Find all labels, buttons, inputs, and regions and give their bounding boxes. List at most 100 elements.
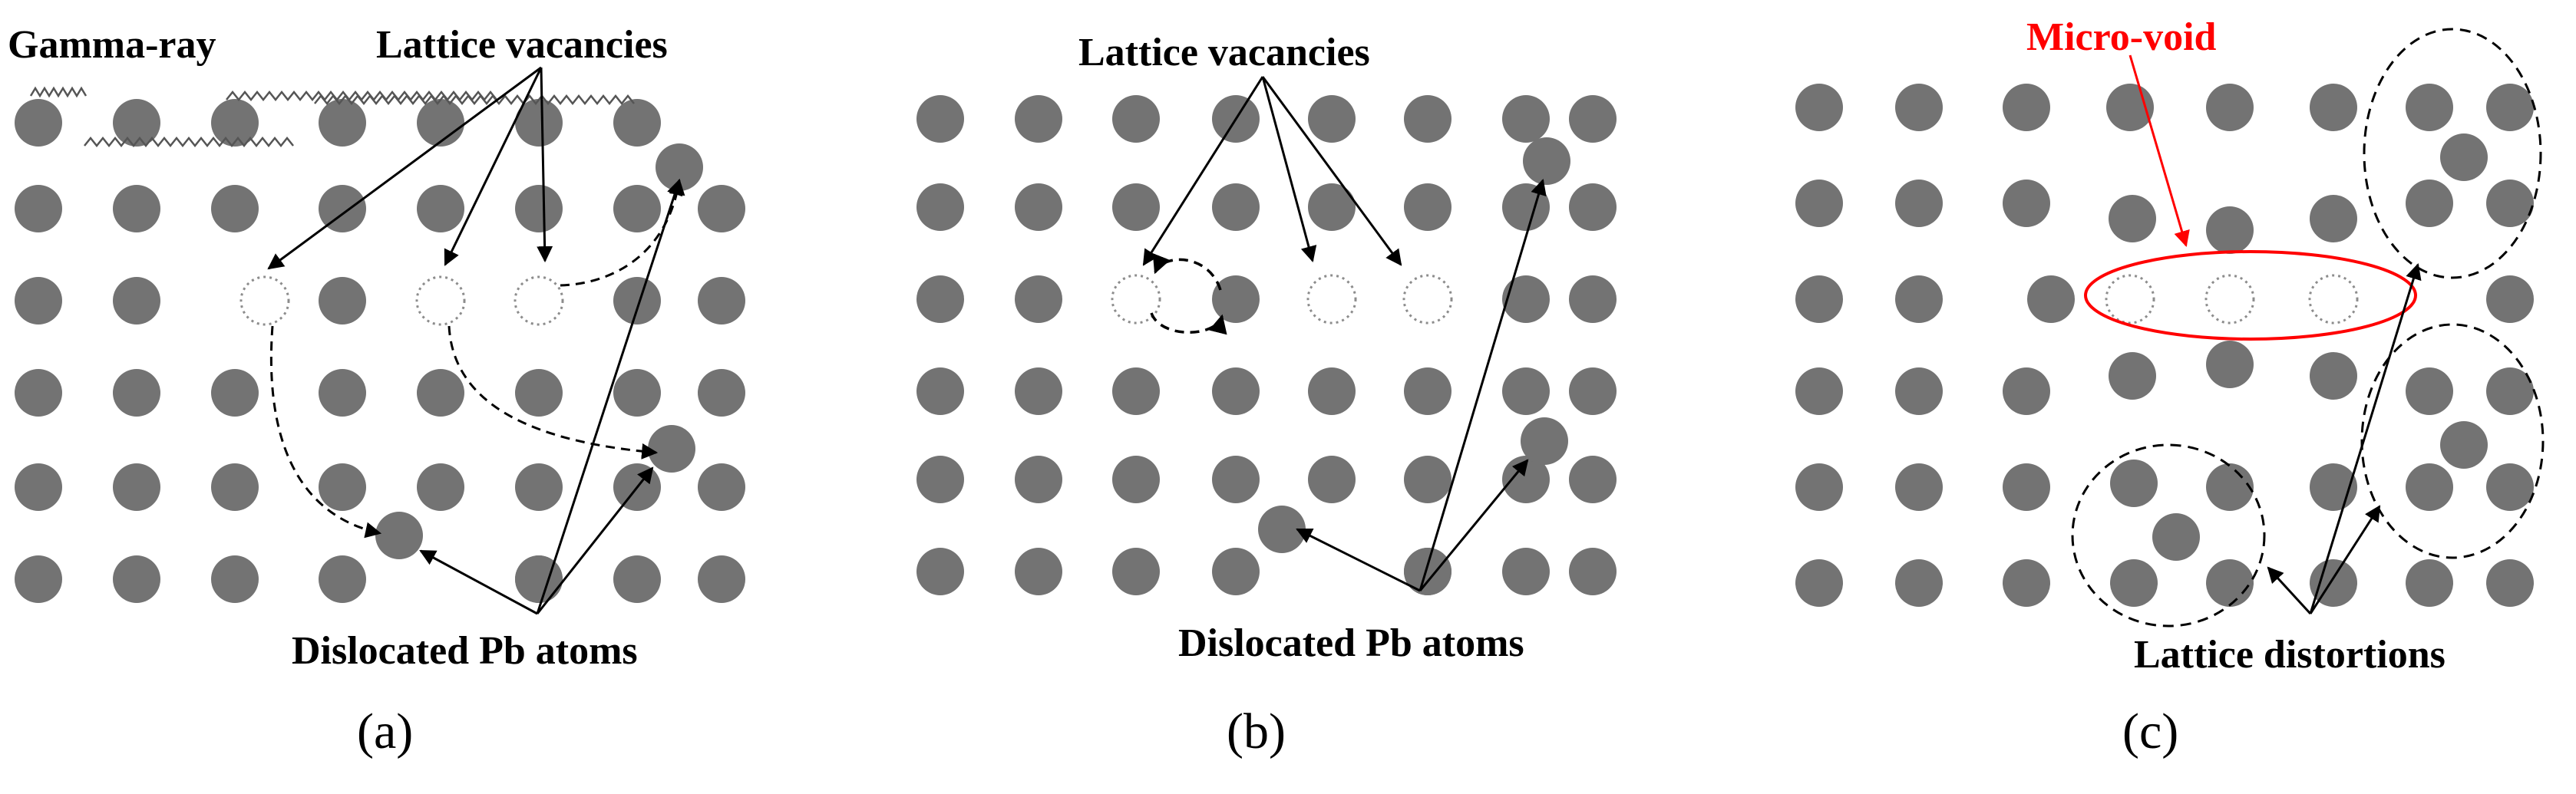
lattice-atom: [1212, 456, 1260, 503]
displacement-path-a2: [447, 325, 659, 460]
panel-a-displacement-paths: [269, 178, 685, 539]
lattice-atom: [1015, 275, 1062, 323]
lattice-atom: [2027, 275, 2075, 323]
lattice-atom: [916, 183, 964, 231]
vacancy-site: [1111, 274, 1161, 325]
panel-a-vacancy-arrows: [267, 66, 553, 270]
lattice-atom: [2486, 275, 2534, 323]
lattice-atom: [113, 369, 160, 417]
lattice-atom: [1212, 367, 1260, 415]
lattice-atom: [15, 185, 62, 232]
lattice-atom: [2406, 463, 2453, 511]
lattice-atom: [1895, 180, 1943, 227]
lattice-atom: [1212, 275, 1260, 323]
panel-b-swap-loop: [1150, 252, 1227, 335]
distortion-arrow-c1: [2267, 566, 2312, 615]
lattice-atom: [515, 369, 563, 417]
lattice-atom: [417, 369, 464, 417]
lattice-atom: [319, 277, 366, 325]
lattice-vacancies-label-b: Lattice vacancies: [1078, 31, 1370, 74]
lattice-atom: [1569, 275, 1617, 323]
lattice-atom: [613, 99, 661, 147]
lattice-atom: [1015, 367, 1062, 415]
panel-b-dislocated-arrows: [1296, 178, 1547, 592]
lattice-atom: [417, 463, 464, 511]
lattice-atom: [1015, 183, 1062, 231]
lattice-atom: [2486, 180, 2534, 227]
lattice-atom: [1404, 183, 1451, 231]
lattice-atom: [1502, 95, 1550, 143]
lattice-atom: [2486, 367, 2534, 415]
lattice-atom: [515, 185, 563, 232]
lattice-atom: [211, 555, 259, 603]
panel-a-atoms: [15, 99, 745, 603]
lattice-atom: [916, 456, 964, 503]
lattice-atom: [2003, 180, 2050, 227]
lattice-atom: [1502, 367, 1550, 415]
distortion-region-mid-right: [2360, 323, 2545, 559]
lattice-atom: [916, 548, 964, 595]
vacancy-arrow-a2: [444, 67, 543, 266]
lattice-atom: [1404, 456, 1451, 503]
panel-c-vacancies: [2105, 274, 2359, 325]
lattice-atom: [319, 555, 366, 603]
vacancy-site: [415, 275, 466, 326]
lattice-atom: [1015, 548, 1062, 595]
lattice-atom: [2440, 133, 2488, 181]
lattice-atom: [1569, 456, 1617, 503]
lattice-atom: [1569, 95, 1617, 143]
lattice-atom: [1795, 559, 1843, 607]
lattice-atom: [1112, 367, 1160, 415]
swap-loop-bottom: [1150, 312, 1227, 335]
dislocated-atom: [648, 425, 695, 473]
lattice-atom: [2106, 84, 2154, 131]
lattice-atom: [1404, 548, 1451, 595]
distortion-arrow-c3: [2309, 262, 2422, 614]
lattice-atom: [319, 463, 366, 511]
lattice-atom: [1212, 548, 1260, 595]
gamma-ray-wave-2: [84, 136, 294, 148]
vacancy-site: [1306, 274, 1357, 325]
lattice-atom: [1404, 367, 1451, 415]
panel-c-caption: (c): [2122, 703, 2178, 759]
lattice-atom: [2486, 84, 2534, 131]
lattice-atom: [1308, 367, 1356, 415]
lattice-atom: [2406, 559, 2453, 607]
lattice-atom: [417, 185, 464, 232]
lattice-atom: [211, 99, 259, 147]
lattice-atom: [1015, 95, 1062, 143]
lattice-atom: [1795, 463, 1843, 511]
lattice-atom: [1404, 95, 1451, 143]
lattice-atom: [2109, 352, 2156, 400]
dislocated-atoms-label-b: Dislocated Pb atoms: [1178, 621, 1524, 665]
panel-c: Micro-void Lattice distortions (c): [1795, 15, 2545, 759]
swap-loop-top: [1152, 252, 1222, 291]
vacancy-site: [2308, 274, 2359, 325]
gamma-ray-wave-1: [29, 86, 88, 98]
lattice-atom: [916, 275, 964, 323]
lattice-atom: [1795, 180, 1843, 227]
dislocated-arrow-b1: [1296, 528, 1421, 592]
lattice-atom: [1895, 367, 1943, 415]
micro-void-highlight: [2084, 250, 2417, 341]
dislocated-arrow-b3: [1418, 178, 1547, 591]
panel-b-vacancy-arrows: [1142, 76, 1402, 266]
lattice-atom: [2406, 180, 2453, 227]
panel-b: Lattice vacancies Dislocated Pb atoms (b…: [916, 31, 1617, 759]
lattice-atom: [2003, 463, 2050, 511]
lattice-atom: [613, 369, 661, 417]
lattice-atom: [2110, 460, 2158, 507]
lattice-atom: [2110, 559, 2158, 607]
lattice-atom: [319, 185, 366, 232]
gamma-ray-wave-4: [314, 94, 635, 106]
lattice-atom: [613, 555, 661, 603]
lattice-atom: [1895, 275, 1943, 323]
displacement-path-a1: [269, 325, 382, 539]
lattice-vacancies-label-a: Lattice vacancies: [376, 23, 668, 67]
panel-b-atoms: [916, 95, 1617, 595]
lattice-atom: [2440, 421, 2488, 469]
panel-a-caption: (a): [357, 703, 413, 759]
lattice-atom: [15, 277, 62, 325]
dislocated-atom: [1523, 137, 1570, 185]
vacancy-arrow-a3: [537, 67, 553, 263]
